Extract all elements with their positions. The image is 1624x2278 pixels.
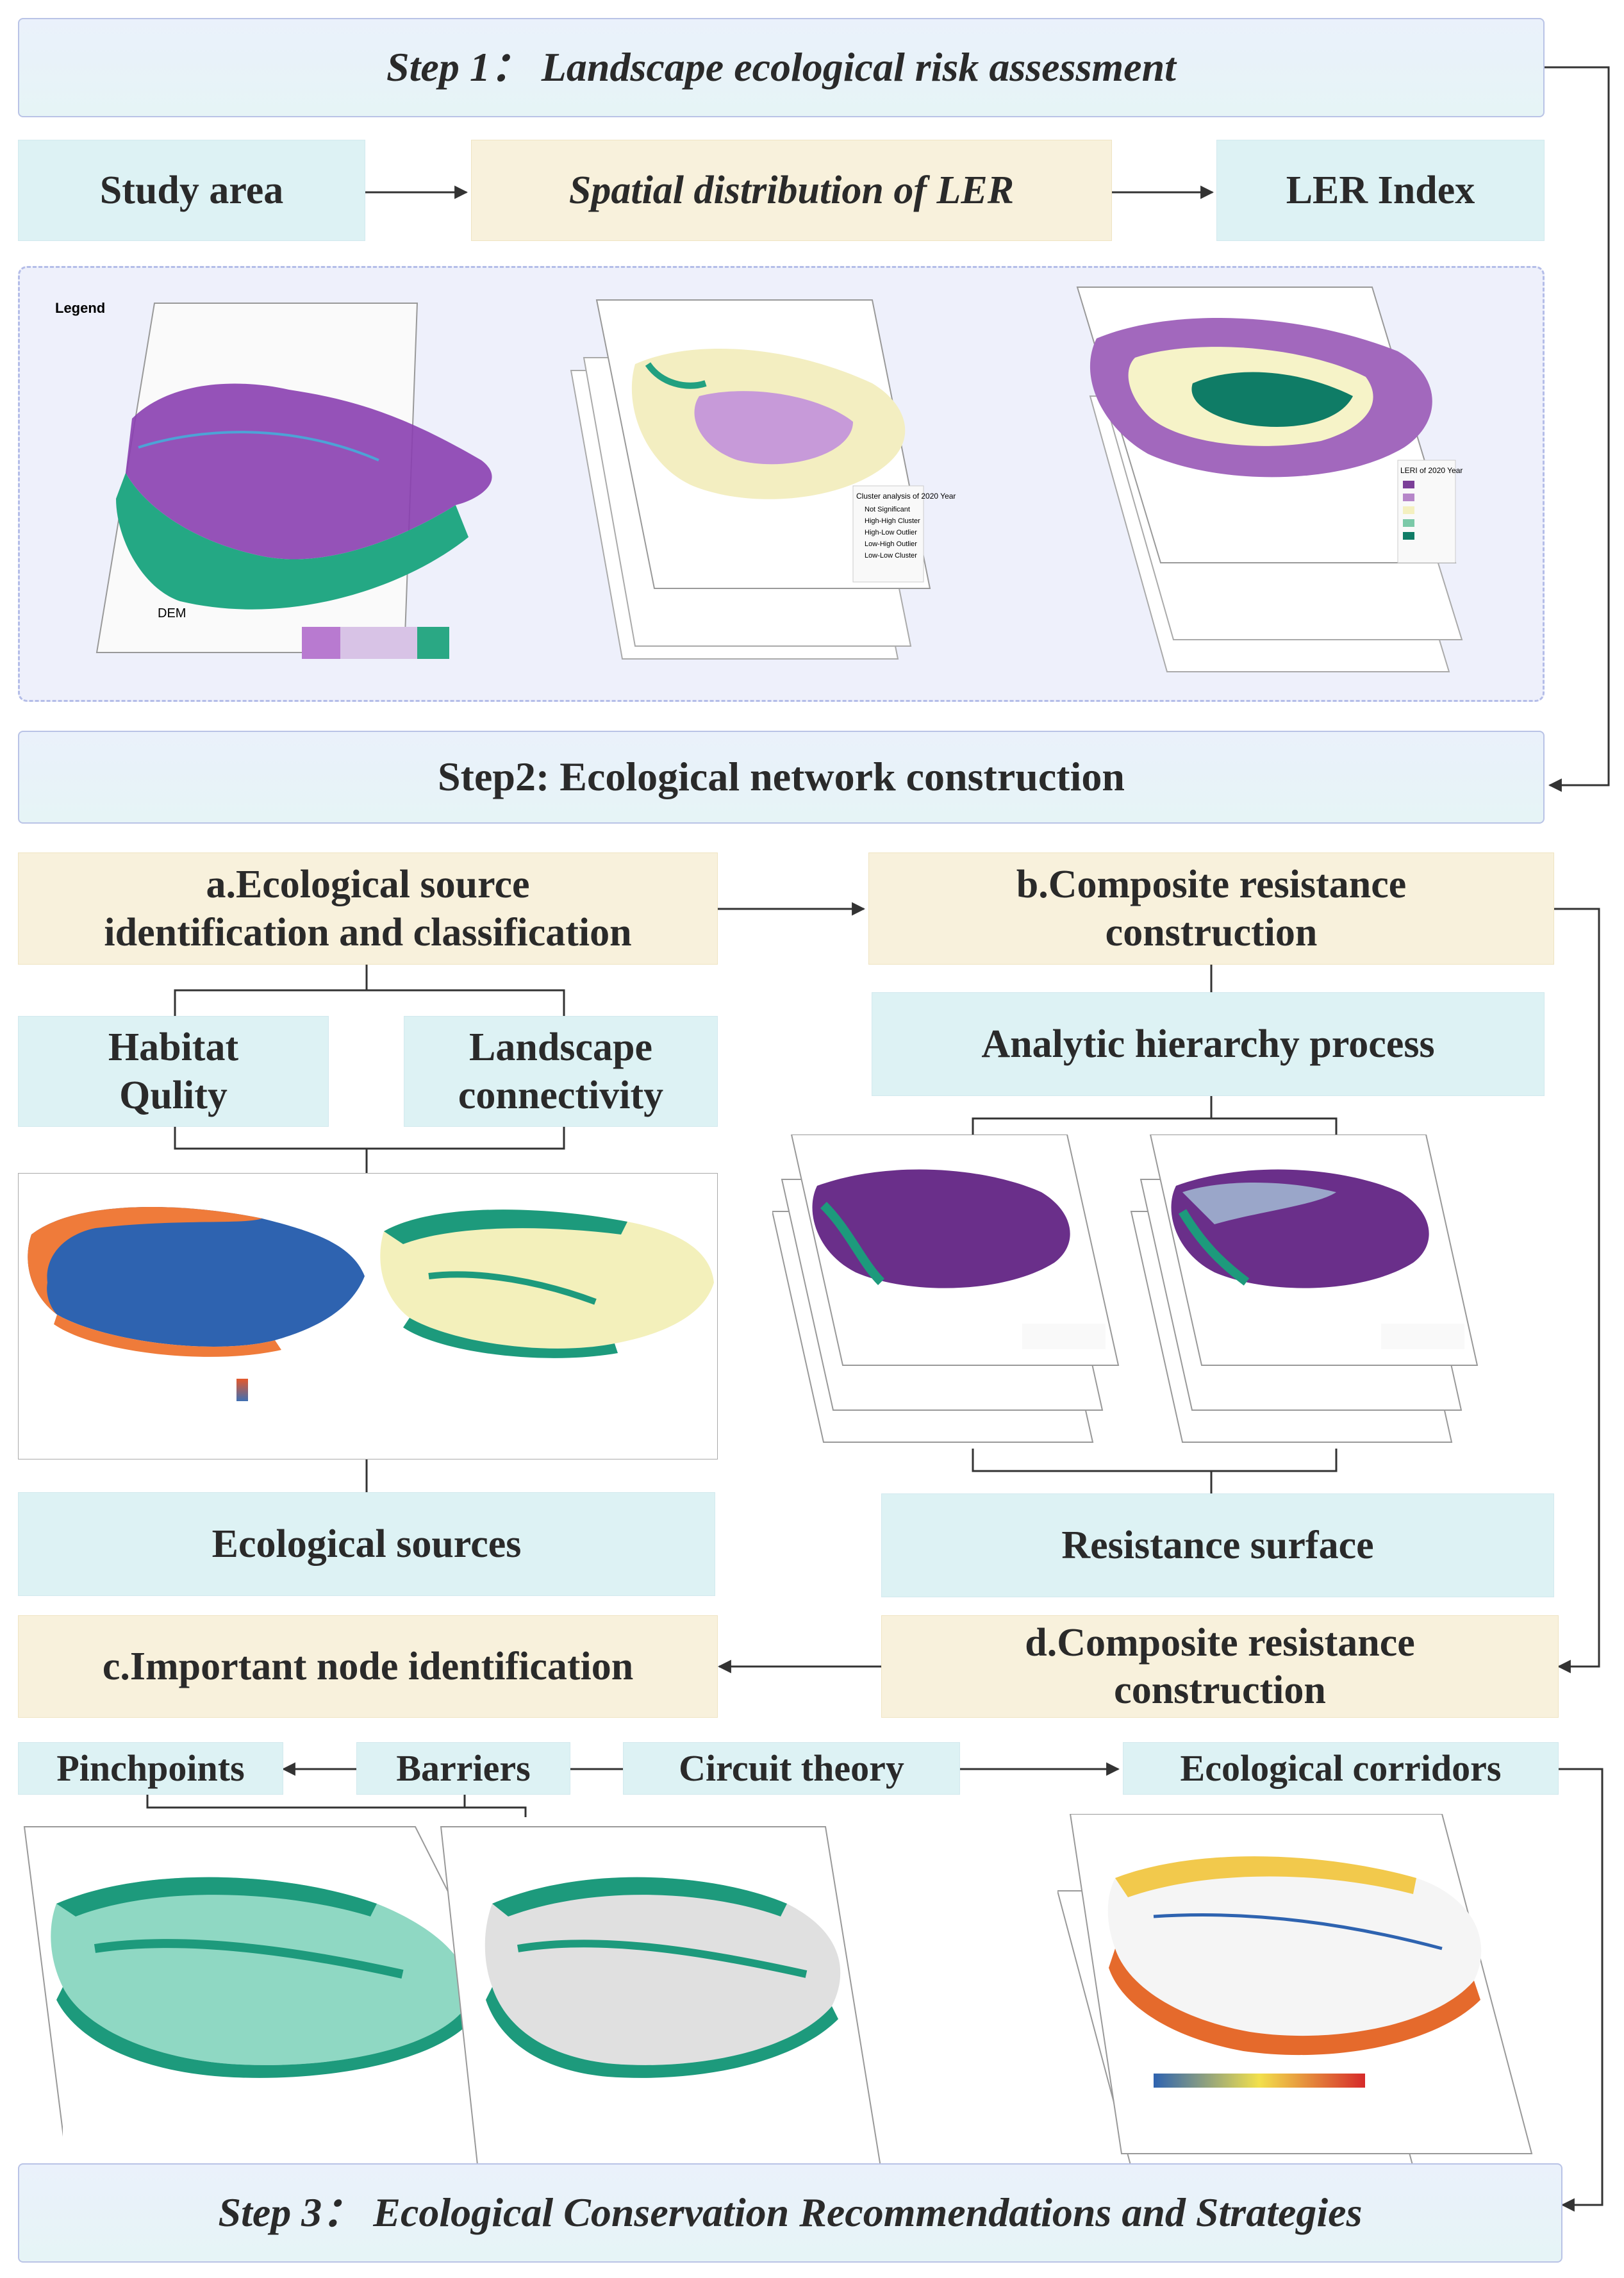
section-b-title-line2: construction (1105, 910, 1318, 954)
arrow-step1-to-step2 (1545, 66, 1610, 792)
ler-map-panel: Legend DEM Cluster analysis of 2020 Year… (18, 266, 1545, 702)
svg-text:LERI of 2020 Year: LERI of 2020 Year (1400, 466, 1462, 475)
ahp-box: Analytic hierarchy process (872, 992, 1545, 1096)
branch-a (174, 965, 565, 1016)
habitat-connectivity-maps (18, 1173, 718, 1459)
barriers-map (440, 1826, 884, 2183)
ecological-corridors-box: Ecological corridors (1123, 1742, 1559, 1795)
section-a-title-line2: identification and classification (104, 910, 632, 954)
habitat-line1: Habitat (108, 1026, 239, 1070)
landscape-connectivity-box: Landscape connectivity (404, 1016, 718, 1127)
barriers-box: Barriers (356, 1742, 570, 1795)
resistance-maps (771, 1134, 1561, 1449)
svg-text:Not Significant: Not Significant (865, 506, 910, 513)
habitat-quality-box: Habitat Qulity (18, 1016, 329, 1127)
corridor-maps (1056, 1813, 1557, 2186)
leri-map-stack: LERI of 2020 Year (1076, 287, 1462, 672)
svg-text:High-High Cluster: High-High Cluster (865, 517, 920, 525)
connectivity-map (380, 1210, 714, 1358)
step3-title: Step 3： Ecological Conservation Recommen… (18, 2163, 1562, 2263)
ecological-sources-box: Ecological sources (18, 1492, 715, 1596)
ler-index-box: LER Index (1216, 140, 1545, 241)
circuit-theory-box: Circuit theory (623, 1742, 960, 1795)
svg-text:Low-High Outlier: Low-High Outlier (865, 540, 917, 548)
merge-habitat-landscape (174, 1127, 565, 1173)
line-to-node-maps (146, 1795, 527, 1817)
resistance-map-left (771, 1134, 1120, 1443)
branch-ahp (972, 1096, 1338, 1138)
cluster-map-stack: Cluster analysis of 2020 Year Not Signif… (570, 299, 956, 660)
section-d-title-line1: d.Composite resistance (1025, 1620, 1415, 1665)
dem-teal-area (116, 473, 468, 610)
section-d-title-line2: construction (1114, 1668, 1326, 1712)
pinchpoints-box: Pinchpoints (18, 1742, 283, 1795)
habitat-quality-map (28, 1207, 365, 1408)
section-b-title-line1: b.Composite resistance (1016, 863, 1407, 907)
landscape-line2: connectivity (458, 1073, 664, 1117)
dem-purple-area (126, 383, 492, 560)
section-b-box: b.Composite resistance construction (868, 852, 1554, 965)
merge-resistance (972, 1449, 1338, 1493)
svg-text:Cluster analysis of 2020 Year: Cluster analysis of 2020 Year (856, 492, 956, 501)
svg-text:Low-Low Cluster: Low-Low Cluster (865, 552, 917, 560)
section-c-box: c.Important node identification (18, 1615, 718, 1718)
step2-title: Step2: Ecological network construction (18, 731, 1545, 824)
section-d-box: d.Composite resistance construction (881, 1615, 1559, 1718)
ler-maps-svg: Legend DEM Cluster analysis of 2020 Year… (55, 287, 1462, 672)
svg-text:High-Low Outlier: High-Low Outlier (865, 529, 917, 536)
arrow-corridors-to-step3 (1559, 1768, 1603, 2212)
resistance-surface-box: Resistance surface (881, 1493, 1554, 1597)
resistance-map-right (1130, 1134, 1479, 1443)
study-area-box: Study area (18, 140, 365, 241)
legend-title: Legend (55, 300, 105, 316)
habitat-line2: Qulity (119, 1073, 228, 1117)
section-a-box: a.Ecological source identification and c… (18, 852, 718, 965)
node-maps (18, 1820, 890, 2186)
spatial-distribution-box: Spatial distribution of LER (471, 140, 1112, 241)
section-a-title-line1: a.Ecological source (206, 863, 530, 907)
landscape-line1: Landscape (469, 1026, 652, 1070)
arrow-b-to-d (1554, 908, 1600, 1674)
dem-label: DEM (158, 606, 186, 620)
study-area-map: Legend DEM (55, 300, 492, 659)
step1-title: Step 1： Landscape ecological risk assess… (18, 18, 1545, 117)
